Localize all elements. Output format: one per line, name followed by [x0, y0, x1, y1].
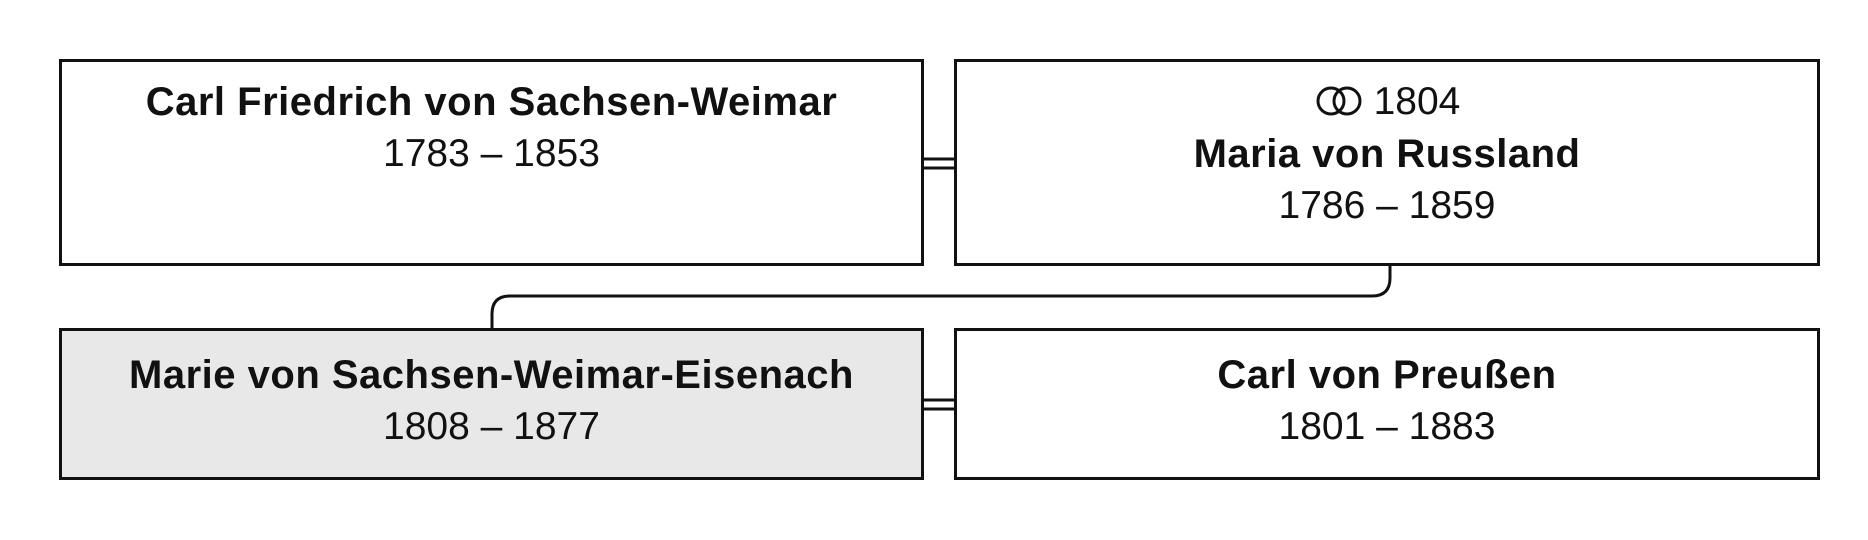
marriage-info: 1804	[957, 76, 1817, 128]
person-dates: 1783 – 1853	[383, 132, 600, 175]
person-card-carl-preussen[interactable]: Carl von Preußen 1801 – 1883	[954, 328, 1820, 480]
person-card-carl-friedrich[interactable]: Carl Friedrich von Sachsen-Weimar 1783 –…	[59, 59, 924, 266]
person-name: Maria von Russland	[1193, 132, 1581, 176]
marriage-connector-child	[924, 398, 954, 411]
person-dates: 1786 – 1859	[1278, 184, 1496, 227]
person-name: Carl von Preußen	[1217, 353, 1557, 397]
person-name: Carl Friedrich von Sachsen-Weimar	[145, 80, 838, 124]
person-dates: 1808 – 1877	[383, 405, 600, 448]
person-card-marie[interactable]: Marie von Sachsen-Weimar-Eisenach 1808 –…	[59, 328, 924, 480]
marriage-connector-parents	[924, 157, 954, 170]
interlocked-rings-icon	[1316, 86, 1362, 116]
descent-connector	[490, 266, 1392, 328]
person-card-maria[interactable]: 1804 Maria von Russland 1786 – 1859	[954, 59, 1820, 266]
person-dates: 1801 – 1883	[1278, 405, 1496, 448]
person-name: Marie von Sachsen-Weimar-Eisenach	[129, 353, 854, 397]
marriage-year: 1804	[1373, 80, 1461, 123]
